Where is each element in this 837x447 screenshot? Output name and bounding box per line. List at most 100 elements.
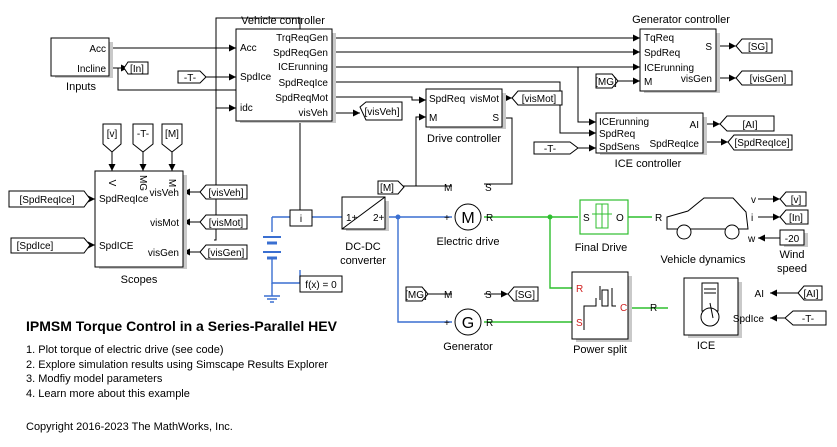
engine-cylinder-icon bbox=[701, 282, 719, 312]
svg-text:v: v bbox=[751, 195, 756, 206]
svg-text:visVeh: visVeh bbox=[150, 188, 179, 199]
svg-text:SpdReqMot: SpdReqMot bbox=[275, 93, 328, 104]
wind-title-2: speed bbox=[777, 263, 807, 275]
ice-controller-block[interactable]: ICErunning SpdReq SpdSens AI SpdReqIce I… bbox=[595, 112, 707, 170]
svg-text:[visGen]: [visGen] bbox=[208, 248, 245, 259]
vehicle-dynamics-block[interactable]: R v i w Vehicle dynamics bbox=[655, 195, 756, 266]
svg-text:SpdIce: SpdIce bbox=[240, 72, 272, 83]
from-spdreqice-tag[interactable]: [SpdReqIce] bbox=[8, 190, 91, 208]
goto-vismot-tag[interactable]: [visMot] bbox=[511, 90, 563, 106]
goto-ai-tag[interactable]: [AI] bbox=[719, 115, 775, 132]
svg-text:SpdICE: SpdICE bbox=[99, 241, 134, 252]
svg-text:R: R bbox=[486, 213, 493, 224]
electric-drive-block[interactable]: M S + R M Electric drive bbox=[437, 183, 500, 248]
goto-visveh-tag[interactable]: [visVeh] bbox=[359, 101, 403, 121]
from-spdice-tag[interactable]: [SpdIce] bbox=[10, 237, 91, 254]
svg-text:[M]: [M] bbox=[380, 183, 394, 194]
copyright-text: Copyright 2016-2023 The MathWorks, Inc. bbox=[26, 421, 233, 433]
from-v-tag-scope[interactable]: [v] bbox=[102, 123, 122, 153]
generator-title: Generator bbox=[443, 341, 493, 353]
svg-text:[In]: [In] bbox=[130, 64, 144, 75]
svg-text:M: M bbox=[166, 179, 177, 187]
goto-sg-tag[interactable]: [SG] bbox=[735, 38, 773, 54]
wind-title-1: Wind bbox=[779, 249, 804, 261]
goto-spdreqice-tag[interactable]: [SpdReqIce] bbox=[727, 134, 793, 151]
motor-m-glyph: M bbox=[461, 210, 474, 227]
svg-text:R: R bbox=[486, 318, 493, 329]
svg-text:SpdReqGen: SpdReqGen bbox=[273, 48, 328, 59]
results-explorer-link[interactable]: 2. Explore simulation results using Sims… bbox=[26, 358, 329, 371]
ice-block[interactable]: R ICE AI SpdIce bbox=[650, 277, 765, 352]
svg-text:SpdIce: SpdIce bbox=[733, 314, 765, 325]
goto-t-tag-ice[interactable]: -T- bbox=[784, 310, 827, 326]
goto-visgen-tag[interactable]: [visGen] bbox=[735, 70, 793, 86]
power-split-block[interactable]: R S C Power split bbox=[571, 271, 632, 356]
svg-text:2+: 2+ bbox=[373, 213, 385, 224]
goto-v-tag[interactable]: [v] bbox=[779, 191, 807, 207]
svg-text:S: S bbox=[485, 290, 492, 301]
generator-controller-block[interactable]: Generator controller TqReq SpdReq ICErun… bbox=[632, 14, 730, 93]
from-visveh-tag[interactable]: [visVeh] bbox=[199, 184, 248, 200]
svg-text:AI: AI bbox=[755, 289, 764, 300]
svg-text:[visMot]: [visMot] bbox=[209, 218, 244, 229]
svg-text:[SG]: [SG] bbox=[515, 290, 535, 301]
svg-text:SpdReqIce: SpdReqIce bbox=[99, 194, 149, 205]
svg-text:[SpdReqIce]: [SpdReqIce] bbox=[19, 195, 74, 206]
from-m-tag-dcdc[interactable]: [M] bbox=[377, 180, 405, 195]
modify-parameters-link[interactable]: 3. Modfiy model parameters bbox=[26, 373, 163, 385]
inputs-block[interactable]: Acc Incline Inputs bbox=[50, 37, 113, 93]
svg-text:[In]: [In] bbox=[789, 213, 803, 224]
svg-text:-20: -20 bbox=[785, 234, 800, 245]
from-t-tag-vc[interactable]: -T- bbox=[177, 70, 207, 84]
from-m-tag-scope[interactable]: [M] bbox=[161, 123, 183, 153]
dcdc-converter-block[interactable]: 1+ 2+ DC-DC converter bbox=[340, 196, 389, 267]
svg-text:[visMot]: [visMot] bbox=[522, 94, 557, 105]
wind-speed-block[interactable]: -20 Wind speed bbox=[777, 229, 808, 275]
from-mg-tag-genctrl[interactable]: [MG] bbox=[595, 73, 619, 89]
battery-icon[interactable] bbox=[263, 236, 281, 270]
svg-text:SpdReq: SpdReq bbox=[644, 48, 680, 59]
from-mg-tag-gen[interactable]: [MG] bbox=[405, 286, 429, 302]
svg-text:[MG]: [MG] bbox=[595, 77, 617, 88]
svg-text:-T-: -T- bbox=[802, 314, 814, 325]
ice-title: ICE bbox=[697, 340, 715, 352]
vehicle-controller-block[interactable]: Vehicle controller Acc SpdIce idc TrqReq… bbox=[235, 15, 336, 123]
electrical-wires bbox=[271, 214, 452, 323]
svg-text:AI: AI bbox=[690, 120, 699, 131]
learn-more-link[interactable]: 4. Learn more about this example bbox=[26, 387, 190, 400]
svg-text:-T-: -T- bbox=[544, 144, 556, 155]
svg-text:1+: 1+ bbox=[346, 213, 358, 224]
svg-text:C: C bbox=[620, 303, 627, 314]
svg-text:visMot: visMot bbox=[150, 218, 179, 229]
ice-controller-title: ICE controller bbox=[615, 158, 682, 170]
generator-controller-title: Generator controller bbox=[632, 14, 730, 26]
svg-text:[AI]: [AI] bbox=[742, 120, 757, 131]
svg-text:M: M bbox=[444, 290, 452, 301]
svg-text:visGen: visGen bbox=[681, 74, 712, 85]
ground-icon bbox=[264, 295, 280, 303]
from-t-tag-icectrl[interactable]: -T- bbox=[533, 141, 579, 155]
inputs-acc-port: Acc bbox=[89, 44, 106, 55]
goto-in-tag-vd[interactable]: [In] bbox=[779, 209, 809, 225]
final-drive-block[interactable]: S O Final Drive bbox=[575, 199, 629, 254]
solver-config-block[interactable]: f(x) = 0 bbox=[299, 275, 343, 293]
from-sg-tag-gen[interactable]: [SG] bbox=[507, 286, 539, 302]
plot-torque-link[interactable]: 1. Plot torque of electric drive (see co… bbox=[26, 344, 224, 356]
inputs-incline-port: Incline bbox=[77, 64, 106, 75]
svg-text:SpdReq: SpdReq bbox=[599, 129, 635, 140]
from-visgen-tag[interactable]: [visGen] bbox=[199, 244, 248, 260]
svg-text:visVeh: visVeh bbox=[299, 108, 328, 119]
from-ai-tag-ice[interactable]: [AI] bbox=[797, 285, 823, 301]
final-drive-title: Final Drive bbox=[575, 242, 628, 254]
svg-text:-T-: -T- bbox=[184, 73, 196, 84]
from-t-tag-scope[interactable]: -T- bbox=[132, 123, 154, 153]
goto-in-tag[interactable]: [In] bbox=[123, 61, 149, 75]
generator-block[interactable]: M S + R G Generator bbox=[443, 290, 493, 353]
current-sensor-block[interactable]: i bbox=[289, 209, 313, 227]
svg-text:-T-: -T- bbox=[137, 129, 149, 140]
from-vismot-tag[interactable]: [visMot] bbox=[199, 214, 248, 230]
scopes-block[interactable]: SpdReqIce SpdICE visVeh visMot visGen V … bbox=[94, 170, 187, 286]
drive-controller-block[interactable]: SpdReq M visMot S Drive controller bbox=[425, 88, 506, 145]
generator-g-glyph: G bbox=[462, 315, 474, 332]
svg-text:[v]: [v] bbox=[791, 195, 802, 206]
